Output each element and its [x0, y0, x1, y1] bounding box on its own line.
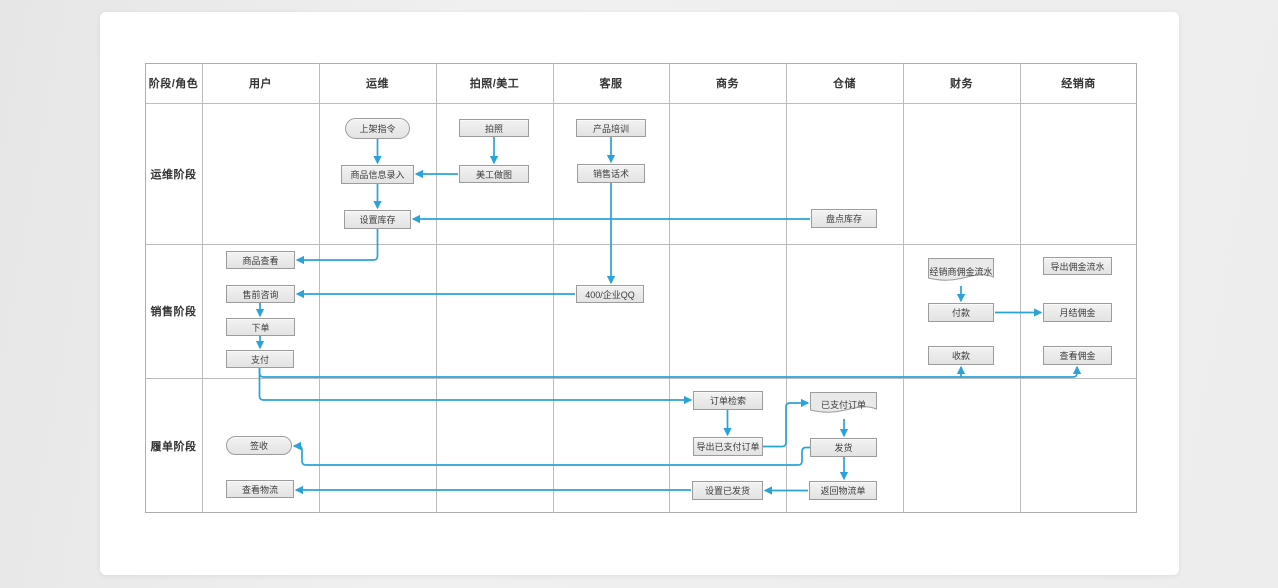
column-header-user: 用户	[249, 78, 272, 90]
node-sign-receive: 签收	[226, 436, 292, 455]
column-divider	[202, 63, 203, 513]
node-product-info-entry: 商品信息录入	[341, 165, 414, 184]
node-label: 经销商佣金流水	[929, 266, 993, 277]
node-return-logistics: 返回物流单	[809, 481, 877, 500]
column-header-distributor: 经销商	[1061, 78, 1096, 90]
column-header-photo-art: 拍照/美工	[469, 78, 520, 90]
node-dealer-commission-flow: 经销商佣金流水	[928, 258, 994, 288]
column-header-operations: 运维	[366, 78, 389, 90]
column-header-warehouse: 仓储	[833, 78, 856, 90]
node-view-logistics: 查看物流	[226, 480, 294, 498]
node-monthly-commission: 月结佣金	[1043, 303, 1112, 322]
node-set-shipped: 设置已发货	[692, 481, 763, 500]
node-export-paid-orders: 导出已支付订单	[693, 437, 763, 456]
document-shape-icon	[810, 392, 877, 413]
node-product-view: 商品查看	[226, 251, 295, 269]
node-product-training: 产品培训	[576, 119, 646, 137]
node-stock-check: 盘点库存	[811, 209, 877, 228]
column-divider	[903, 63, 904, 513]
row-divider	[145, 103, 1137, 104]
node-shelf-order: 上架指令	[345, 118, 410, 139]
column-divider	[436, 63, 437, 513]
node-paid-orders-doc: 已支付订单	[810, 392, 877, 420]
node-export-commission-flow: 导出佣金流水	[1043, 257, 1112, 275]
column-header-finance: 财务	[950, 78, 973, 90]
row-divider	[145, 378, 1137, 379]
node-set-stock: 设置库存	[344, 210, 411, 229]
column-divider	[553, 63, 554, 513]
column-header-stage-role: 阶段/角色	[148, 78, 199, 90]
canvas-card: 阶段/角色 用户 运维 拍照/美工 客服 商务 仓储 财务 经销商运维阶段销售阶段履单阶段 上架指…	[100, 12, 1179, 575]
node-payment: 付款	[928, 303, 994, 322]
row-label-fulfillment-stage: 履单阶段	[150, 440, 197, 453]
node-qq-400: 400/企业QQ	[576, 285, 644, 303]
row-label-sales-stage: 销售阶段	[150, 306, 197, 318]
node-art-design: 美工做图	[459, 165, 529, 183]
column-divider	[319, 63, 320, 513]
node-place-order: 下单	[226, 318, 295, 336]
column-divider	[1020, 63, 1021, 513]
node-order-search: 订单检索	[693, 391, 763, 410]
column-divider	[786, 63, 787, 513]
row-divider	[145, 244, 1137, 245]
node-sales-script: 销售话术	[577, 164, 645, 183]
node-label: 已支付订单	[820, 399, 866, 410]
node-ship: 发货	[810, 438, 877, 457]
column-header-customer-service: 客服	[599, 78, 623, 90]
column-divider	[669, 63, 670, 513]
node-photo: 拍照	[459, 119, 529, 137]
document-shape-icon	[928, 258, 994, 281]
node-pay: 支付	[226, 350, 294, 368]
row-label-operations-stage: 运维阶段	[150, 168, 197, 181]
lane-grid	[145, 63, 1137, 513]
node-view-commission: 查看佣金	[1043, 346, 1112, 365]
column-header-business: 商务	[716, 78, 739, 90]
node-receive-payment: 收款	[928, 346, 994, 365]
node-presale-consult: 售前咨询	[226, 285, 295, 303]
